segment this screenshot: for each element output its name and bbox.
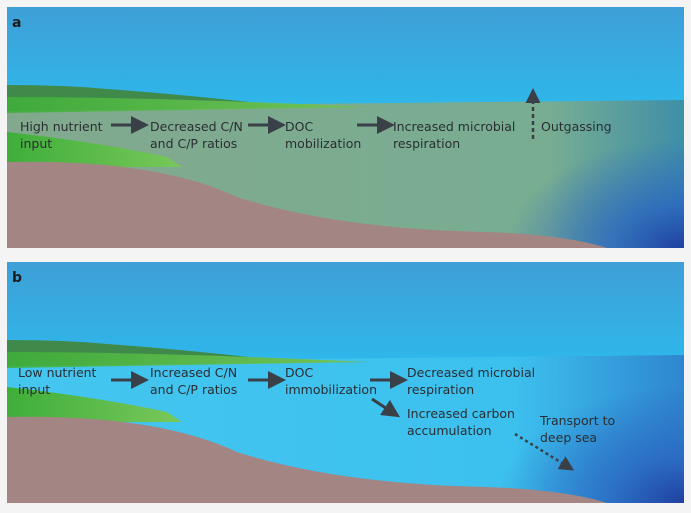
step-text: Increased carbon <box>407 406 515 421</box>
step-text: respiration <box>393 136 460 151</box>
coastal-vegetation <box>7 352 367 368</box>
panel-b: b Low nutrient input Increased C/N and C… <box>7 262 684 503</box>
step-text: Increased C/N <box>150 365 237 380</box>
deep-water <box>477 372 684 503</box>
seafloor <box>7 416 607 503</box>
transport-text: Transport to <box>539 413 615 428</box>
panel-label: a <box>12 15 21 31</box>
step-text: input <box>20 136 52 151</box>
step-text: Low nutrient <box>18 365 97 380</box>
step-text: Decreased C/N <box>150 119 243 134</box>
step-text: mobilization <box>285 136 361 151</box>
step-text: accumulation <box>407 423 492 438</box>
step-text: respiration <box>407 382 474 397</box>
step-text: and C/P ratios <box>150 136 237 151</box>
arrow-icon <box>371 397 401 418</box>
step-text: High nutrient <box>20 119 103 134</box>
coastal-vegetation <box>7 97 367 113</box>
transport-text: deep sea <box>540 430 597 445</box>
seafloor <box>7 161 607 248</box>
panel-a: a High nutrient input Decreased C/N and … <box>7 7 684 248</box>
step-text: Decreased microbial <box>407 365 535 380</box>
outgassing-text: Outgassing <box>541 119 612 134</box>
deep-water <box>487 127 684 248</box>
step-text: and C/P ratios <box>150 382 237 397</box>
wetland <box>7 387 182 422</box>
panel-label: b <box>12 270 22 286</box>
step-text: DOC <box>285 119 313 134</box>
transport-arrow-icon <box>514 432 575 471</box>
step-text: immobilization <box>285 382 377 397</box>
step-text: DOC <box>285 365 313 380</box>
step-text: Increased microbial <box>393 119 515 134</box>
wetland <box>7 132 182 167</box>
step-text: input <box>18 382 50 397</box>
